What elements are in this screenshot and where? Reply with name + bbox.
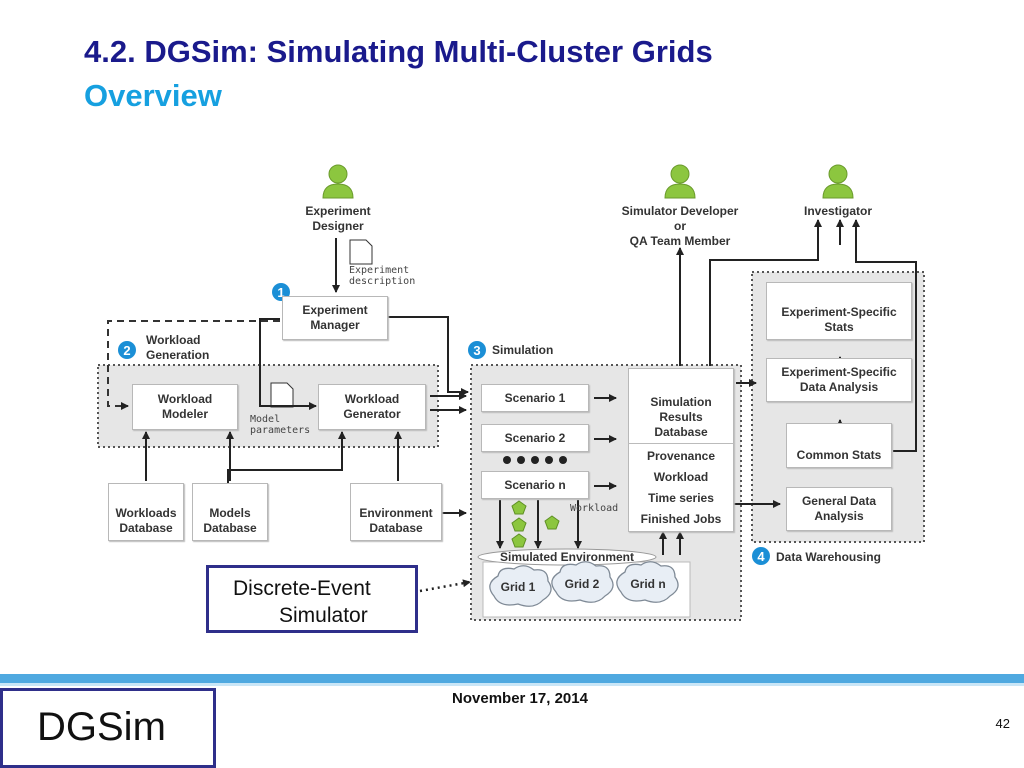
workload-item-label: Workload [653, 470, 709, 484]
page-number: 42 [995, 716, 1010, 731]
environment-db-box: Environment Database [350, 483, 442, 541]
models-db-box: Models Database [192, 483, 268, 541]
feedback-dashed-line [107, 320, 280, 410]
workloads-db-box: Workloads Database [108, 483, 184, 541]
logo-text: DGSim [37, 705, 166, 749]
workload-generation-label: Workload Generation [146, 333, 210, 362]
dgsim-logo: DGSim [0, 688, 216, 768]
callout-arrow [419, 579, 471, 593]
results-divider [628, 443, 734, 444]
finished-jobs-label: Finished Jobs [640, 512, 722, 526]
experiment-designer-icon [322, 164, 354, 199]
footer-bar [0, 674, 1024, 683]
discrete-event-simulator-callout: Discrete-Event Simulator [206, 565, 418, 633]
simulator-developer-icon [664, 164, 696, 199]
workload-generator-box: Workload Generator [318, 384, 426, 430]
experiment-description-doc-icon [349, 239, 373, 265]
badge-4: 4 [752, 547, 770, 565]
scenario-2-box: Scenario 2 [481, 424, 589, 452]
badge-2: 2 [118, 341, 136, 359]
simulation-label: Simulation [492, 343, 554, 357]
simulator-developer-label: Simulator Developer or QA Team Member [621, 204, 739, 248]
simulation-results-db-label: Simulation Results Database [650, 395, 712, 439]
investigator-label: Investigator [803, 204, 872, 218]
time-series-label: Time series [648, 491, 714, 505]
grid-cloud-icon [551, 561, 614, 603]
simulated-environment-label: Simulated Environment [499, 550, 635, 564]
experiment-designer-label: Experiment Designer [305, 204, 371, 233]
scenario-ellipsis-dots [503, 456, 567, 464]
model-parameters-doc-icon [270, 382, 294, 408]
scenario-1-box: Scenario 1 [481, 384, 589, 412]
grid-n-label: Grid n [630, 577, 666, 591]
model-parameters-note: Model parameters [250, 414, 311, 436]
callout-line-1: Discrete-Event [233, 577, 371, 600]
data-warehousing-label: Data Warehousing [776, 550, 881, 564]
exp-specific-stats-box: Experiment-Specific Stats [766, 282, 912, 340]
simulation-results-panel [628, 368, 734, 532]
footer-bar-light [0, 683, 1024, 686]
slide-subtitle: Overview [84, 78, 222, 113]
grid-cloud-icon [489, 565, 552, 607]
common-stats-box: Common Stats [786, 423, 892, 468]
exp-specific-analysis-box: Experiment-Specific Data Analysis [766, 358, 912, 402]
grid-1-label: Grid 1 [500, 580, 536, 594]
experiment-manager-box: Experiment Manager [282, 296, 388, 340]
callout-line-2: Simulator [279, 604, 368, 627]
investigator-icon [822, 164, 854, 199]
grid-cloud-icon [616, 561, 679, 603]
badge-3: 3 [468, 341, 486, 359]
general-analysis-box: General Data Analysis [786, 487, 892, 531]
slide-title: 4.2. DGSim: Simulating Multi-Cluster Gri… [84, 34, 713, 69]
experiment-description-note: Experiment description [349, 265, 416, 287]
grid-2-label: Grid 2 [564, 577, 600, 591]
workload-note: Workload [570, 503, 619, 514]
slide-date: November 17, 2014 [452, 690, 588, 707]
workload-modeler-box: Workload Modeler [132, 384, 238, 430]
scenario-n-box: Scenario n [481, 471, 589, 499]
provenance-label: Provenance [646, 449, 716, 463]
